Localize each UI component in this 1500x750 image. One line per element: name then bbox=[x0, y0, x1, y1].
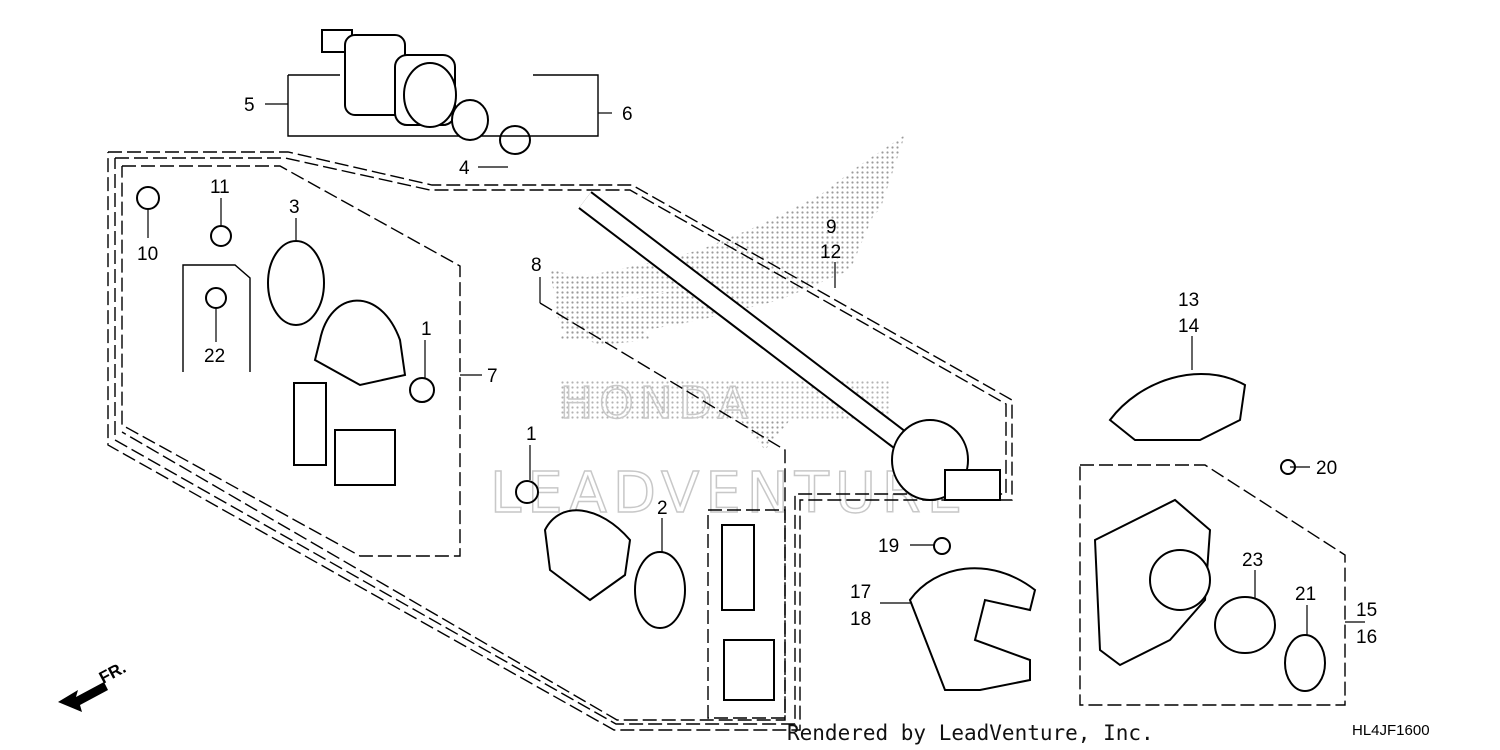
callout-4: 4 bbox=[459, 158, 470, 179]
callout-9: 9 bbox=[826, 217, 837, 238]
knuckle-arm bbox=[908, 567, 1037, 691]
callout-2: 2 bbox=[657, 498, 668, 519]
footer-credit: Rendered by LeadVenture, Inc. bbox=[787, 721, 1154, 745]
bearing-23 bbox=[1214, 596, 1276, 654]
knuckle-guard bbox=[1108, 372, 1247, 441]
callout-1-inner: 1 bbox=[421, 319, 432, 340]
callout-15: 15 bbox=[1356, 600, 1377, 621]
callout-6: 6 bbox=[622, 104, 633, 125]
callout-21: 21 bbox=[1295, 584, 1316, 605]
callout-16: 16 bbox=[1356, 627, 1377, 648]
callout-18: 18 bbox=[850, 609, 871, 630]
grease-packet-outer bbox=[721, 524, 775, 701]
boot-band-2 bbox=[634, 551, 686, 629]
inner-cv-joint bbox=[321, 29, 531, 155]
group-frame-outer-boot bbox=[121, 302, 786, 721]
boot-band-1-inner bbox=[409, 377, 435, 403]
boot-band-1-outer bbox=[515, 480, 539, 504]
diagram-code: HL4JF1600 bbox=[1352, 722, 1430, 739]
group-frame-inner-joint bbox=[287, 74, 599, 137]
bolt-19 bbox=[933, 537, 951, 555]
group-frame-circlip bbox=[182, 264, 251, 372]
callout-8: 8 bbox=[531, 255, 542, 276]
group-frame-outer bbox=[107, 151, 1013, 731]
snap-ring-10 bbox=[136, 186, 160, 210]
callout-3: 3 bbox=[289, 197, 300, 218]
direction-label: FR. bbox=[96, 658, 129, 688]
callout-14: 14 bbox=[1178, 316, 1200, 337]
boot-band-3 bbox=[267, 240, 325, 326]
callout-10: 10 bbox=[137, 244, 158, 265]
group-frame-mid bbox=[114, 157, 1007, 725]
callout-13: 13 bbox=[1178, 290, 1199, 311]
set-ring-11 bbox=[210, 225, 232, 247]
callout-20: 20 bbox=[1316, 458, 1337, 479]
group-frame-boot-kit bbox=[121, 165, 461, 557]
callout-19: 19 bbox=[878, 536, 899, 557]
circlip-21 bbox=[1284, 634, 1326, 692]
callout-12: 12 bbox=[820, 242, 841, 263]
callout-22: 22 bbox=[204, 346, 225, 367]
group-frame-grease-kit bbox=[707, 509, 786, 719]
callout-17: 17 bbox=[850, 582, 871, 603]
callout-23: 23 bbox=[1242, 550, 1263, 571]
honda-watermark-text: HONDA bbox=[560, 378, 754, 429]
callout-7: 7 bbox=[487, 366, 498, 387]
circlip-22 bbox=[205, 287, 227, 309]
grease-packet-inner bbox=[293, 382, 396, 486]
drive-shaft bbox=[578, 191, 1001, 501]
callout-11: 11 bbox=[210, 177, 230, 198]
inner-boot bbox=[313, 299, 407, 387]
honda-wing-watermark bbox=[550, 135, 905, 450]
callout-5: 5 bbox=[244, 95, 255, 116]
outer-boot bbox=[543, 509, 632, 602]
callout-1-outer: 1 bbox=[526, 424, 537, 445]
front-direction-arrow-icon bbox=[58, 682, 108, 712]
group-frame-knuckle bbox=[1079, 464, 1346, 706]
